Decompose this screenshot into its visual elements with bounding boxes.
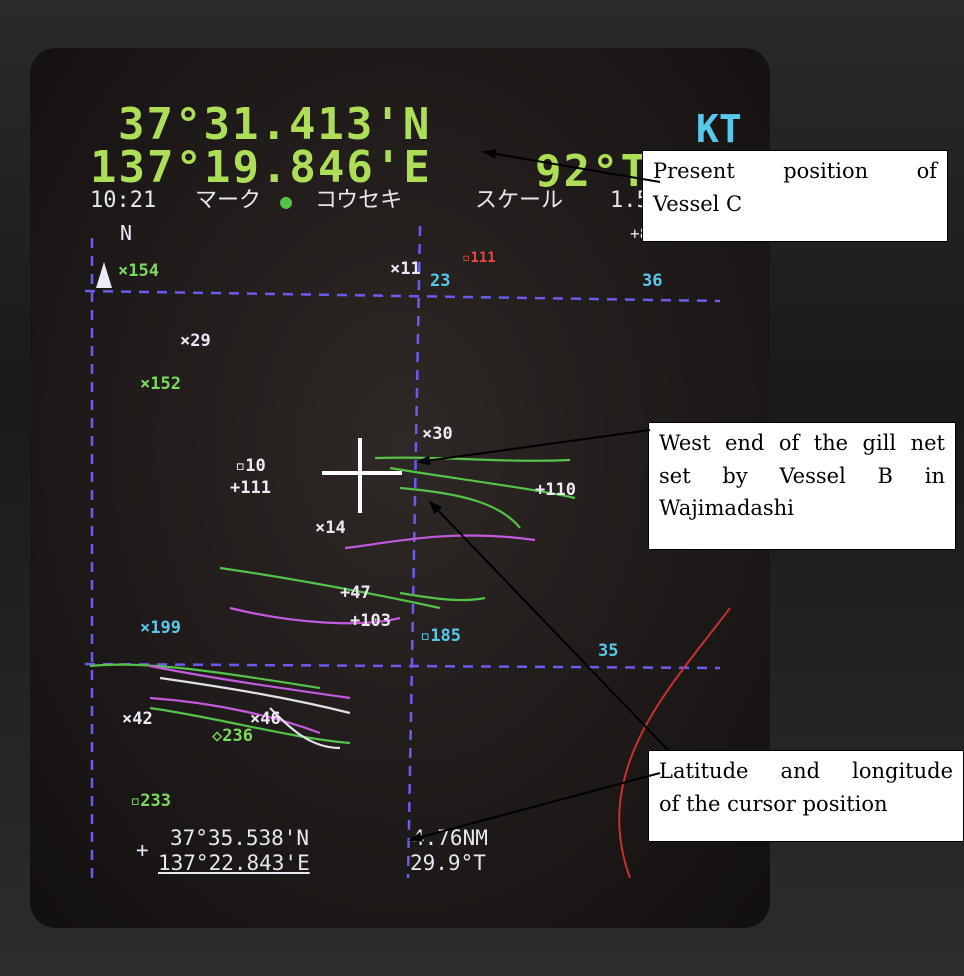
mark-label: マーク	[195, 188, 262, 213]
arrow	[416, 429, 651, 466]
clock-time: 10:21	[90, 188, 157, 213]
waypoint[interactable]: ◇236	[212, 726, 253, 746]
callout-present-position: Present position of Vessel C	[642, 150, 948, 242]
track-line	[399, 591, 486, 602]
track-line	[269, 707, 341, 750]
waypoint[interactable]: ×42	[122, 709, 153, 729]
callout-gill-net: West end of the gill net set by Vessel B…	[648, 422, 956, 550]
waypoint[interactable]: ×152	[140, 374, 181, 394]
cursor-latitude: 37°35.538'N	[170, 826, 310, 850]
track-label: コウセキ	[315, 188, 403, 213]
arrow	[482, 149, 661, 183]
track-line	[89, 663, 321, 690]
track-line	[159, 676, 351, 715]
waypoint[interactable]: +110	[535, 480, 576, 500]
track-line	[344, 534, 536, 550]
heading: 92°T	[535, 146, 649, 197]
grid-label: 35	[598, 641, 619, 661]
cursor-plus-icon: +	[136, 838, 149, 862]
track-line	[219, 566, 441, 610]
grid-line-top	[84, 289, 721, 303]
present-latitude: 37°31.413'N	[118, 99, 432, 150]
track-line	[389, 466, 576, 500]
arrow	[428, 500, 669, 751]
chart-plot	[84, 225, 731, 879]
waypoint[interactable]: ▫185	[420, 626, 461, 646]
track-line	[149, 706, 351, 745]
grid-line-bottom	[84, 662, 721, 670]
north-label: N	[120, 221, 133, 245]
track-line	[149, 664, 351, 700]
track-line	[399, 486, 521, 529]
track-line	[229, 606, 401, 625]
waypoint[interactable]: ×154	[118, 261, 159, 281]
waypoint[interactable]: +47	[340, 583, 371, 603]
track-line	[149, 696, 321, 735]
track-line	[374, 456, 571, 462]
speed-unit: KT	[696, 107, 742, 151]
waypoint[interactable]: ×199	[140, 618, 181, 638]
cursor-longitude: 137°22.843'E	[158, 851, 310, 875]
cursor-crosshair[interactable]	[322, 438, 402, 513]
range-arc	[618, 607, 731, 879]
waypoint[interactable]: ×11	[390, 259, 421, 279]
waypoint[interactable]: ×29	[180, 331, 211, 351]
callout-cursor-position: Latitude and longitude of the cursor pos…	[648, 750, 964, 842]
grid-label: 23	[430, 271, 451, 291]
waypoint[interactable]: ×14	[315, 518, 346, 538]
scale-label: スケール	[475, 188, 564, 213]
north-arrow-icon	[96, 262, 112, 288]
grid-line-mid	[406, 225, 422, 879]
cursor-distance: 4.76NM	[412, 826, 488, 850]
grid-label: 36	[642, 271, 663, 291]
waypoint[interactable]: ×30	[422, 424, 453, 444]
arrow	[408, 772, 661, 842]
cursor-bearing: 29.9°T	[410, 851, 486, 875]
waypoint[interactable]: +103	[350, 611, 391, 631]
waypoint[interactable]: +111	[230, 478, 271, 498]
waypoint[interactable]: ▫111	[462, 250, 496, 266]
scale-value: 1.5	[610, 188, 650, 213]
waypoint[interactable]: ×46	[250, 709, 281, 729]
mark-status-dot: ●	[280, 189, 293, 213]
present-longitude: 137°19.846'E	[90, 142, 432, 193]
waypoint[interactable]: ▫10	[235, 456, 266, 476]
waypoint[interactable]: ▫233	[130, 791, 171, 811]
